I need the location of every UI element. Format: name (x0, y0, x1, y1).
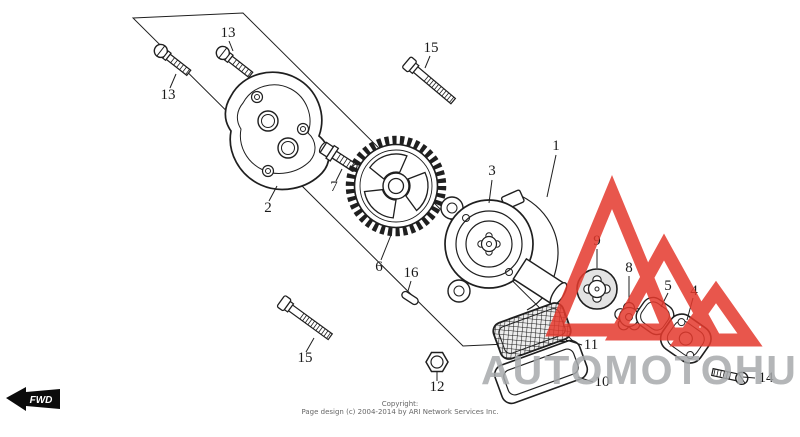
part-16-pin (401, 290, 419, 306)
callout-7: 7 (330, 179, 338, 195)
callout-13-right: 13 (221, 25, 236, 41)
part-13-screw-right (215, 45, 254, 79)
callout-15-top: 15 (424, 40, 439, 56)
callout-1: 1 (552, 138, 560, 154)
assembly-frame-outline (131, 12, 575, 347)
part-6-drive-gear (345, 135, 447, 237)
callout-leader-lines (169, 40, 756, 383)
callout-5: 5 (664, 278, 672, 294)
callout-15-bottom: 15 (298, 350, 313, 366)
watermark: AUTOMOTOHUB (481, 174, 800, 393)
part-12-nut (425, 351, 449, 373)
copyright-notice: Copyright: Page design (c) 2004-2014 by … (301, 400, 498, 416)
callout-13-left: 13 (161, 87, 176, 103)
callout-14: 14 (759, 370, 775, 386)
callout-16: 16 (404, 265, 420, 281)
part-15-bolt-bottom (276, 295, 334, 341)
fwd-indicator: FWD (6, 387, 60, 411)
part-9-inner-rotor (576, 268, 618, 310)
part-14-screw (710, 367, 749, 385)
fwd-label: FWD (30, 395, 53, 406)
copyright-line-2: Page design (c) 2004-2014 by ARI Network… (301, 408, 498, 416)
part-10-gasket-frame (493, 339, 589, 405)
fwd-arrow-icon (6, 387, 60, 411)
callout-11: 11 (584, 337, 598, 353)
copyright-line-1: Copyright: (382, 400, 419, 408)
part-15-bolt-top (402, 56, 457, 105)
callout-12: 12 (430, 379, 445, 395)
watermark-text: AUTOMOTOHUB (481, 347, 800, 393)
callout-2: 2 (264, 200, 272, 216)
part-1-gasket-outline (514, 192, 559, 311)
part-2-pump-cover (224, 71, 330, 191)
callout-3: 3 (488, 163, 496, 179)
watermark-logo-triangles (545, 174, 763, 347)
callout-8: 8 (625, 260, 633, 276)
part-13-screw-left (153, 43, 192, 77)
callout-10: 10 (595, 374, 610, 390)
callout-6: 6 (375, 259, 383, 275)
part-3-pump-body (440, 189, 568, 306)
